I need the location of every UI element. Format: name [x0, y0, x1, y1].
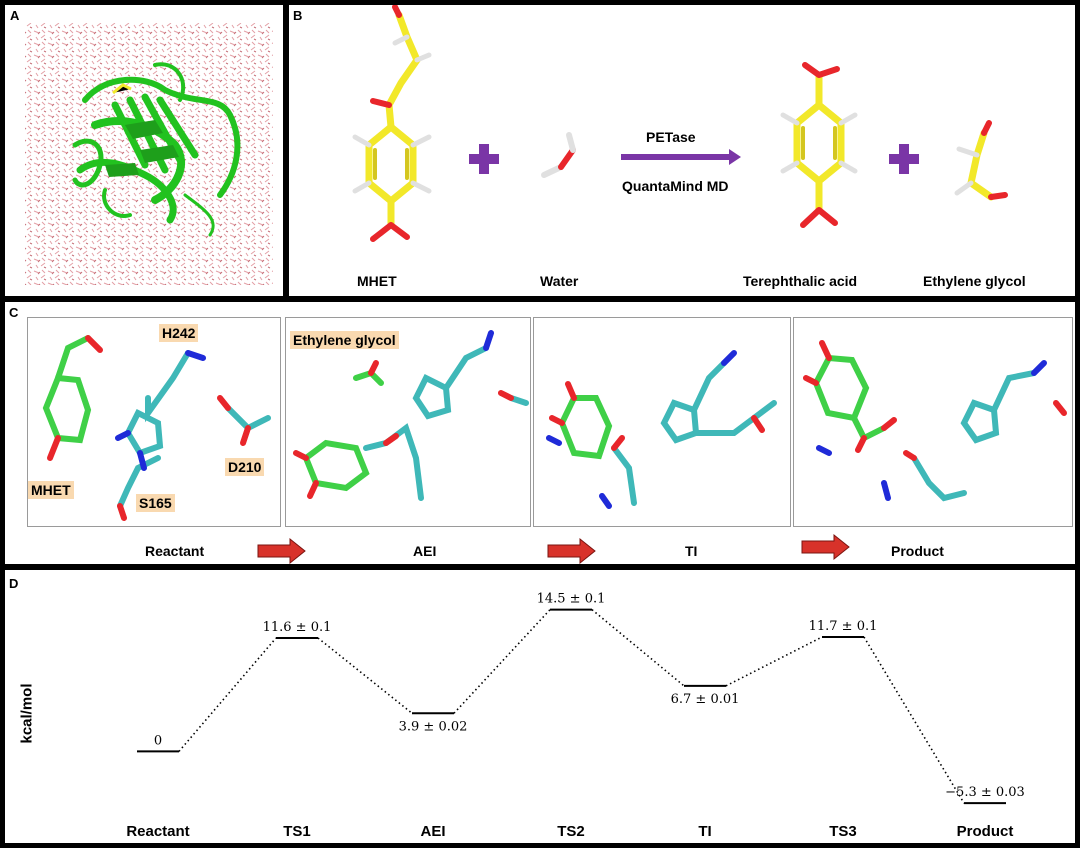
stage-arrow-3 — [801, 533, 850, 561]
mhet-tag: MHET — [28, 481, 74, 499]
x-tick-label-reactant: Reactant — [126, 823, 189, 840]
panel-b: B — [289, 5, 1075, 296]
plus-icon-1 — [469, 144, 499, 174]
aei-structure — [293, 330, 529, 501]
protein-water-box-illustration — [25, 23, 273, 285]
panel-d-label: D — [9, 576, 19, 591]
protein-cartoon — [72, 62, 241, 237]
stage-arrow-1 — [257, 537, 306, 564]
value-label-reactant: 0 — [154, 733, 162, 748]
ethylene-glycol-label: Ethylene glycol — [923, 273, 1026, 289]
x-tick-label-ts3: TS3 — [829, 823, 857, 840]
stage-label-aei: AEI — [413, 543, 437, 559]
bound-ligand — [112, 83, 132, 95]
x-tick-label-ts1: TS1 — [283, 823, 311, 840]
aei-snapshot: Ethylene glycol — [285, 317, 531, 527]
reaction-scheme — [352, 5, 1008, 242]
value-label-product: −5.3 ± 0.03 — [945, 785, 1025, 800]
connector-ts2-ti — [591, 609, 685, 687]
terephthalic-acid-structure — [780, 62, 858, 228]
ethylene-glycol-structure — [954, 120, 1008, 201]
x-tick-label-aei: AEI — [420, 823, 445, 840]
panel-a-label: A — [10, 8, 20, 23]
terephthalic-acid-label: Terephthalic acid — [743, 273, 858, 289]
panel-c: C H242 MHET S165 D210 — [5, 302, 1075, 564]
ti-structure — [546, 350, 777, 509]
connector-aei-ts2 — [453, 609, 551, 714]
stage-label-reactant: Reactant — [145, 543, 205, 559]
connector-ti-ts3 — [725, 636, 823, 687]
panel-c-label: C — [9, 305, 19, 320]
mhet-label: MHET — [357, 273, 397, 289]
plus-icon-2 — [889, 144, 919, 174]
connector-reactant-ts1 — [178, 637, 277, 752]
ethylene-glycol-tag: Ethylene glycol — [290, 331, 399, 349]
water-label: Water — [540, 273, 579, 289]
reaction-arrow — [621, 149, 741, 165]
x-tick-label-ti: TI — [698, 823, 711, 840]
ti-snapshot — [533, 317, 791, 527]
arrow-top-label: PETase — [646, 129, 696, 145]
h242-tag: H242 — [159, 324, 199, 342]
protein-sheet-accents — [105, 120, 179, 177]
mhet-structure — [352, 5, 432, 242]
arrow-bottom-label: QuantaMind MD — [622, 178, 729, 194]
d210-tag: D210 — [225, 458, 265, 476]
stage-arrow-2 — [547, 537, 596, 564]
product-structure — [803, 340, 1067, 502]
water-structure — [541, 132, 576, 178]
y-axis-label: kcal/mol — [18, 683, 36, 744]
reactant-snapshot: H242 MHET S165 D210 — [27, 317, 281, 527]
connector-ts1-aei — [317, 637, 413, 714]
stage-label-product: Product — [891, 543, 944, 559]
product-snapshot — [793, 317, 1073, 527]
value-label-aei: 3.9 ± 0.02 — [399, 719, 468, 734]
stage-label-ti: TI — [685, 543, 698, 559]
panel-b-label: B — [293, 8, 303, 23]
value-label-ts2: 14.5 ± 0.1 — [537, 592, 606, 607]
value-label-ti: 6.7 ± 0.01 — [671, 692, 740, 707]
panel-a: A — [5, 5, 283, 296]
connector-ts3-product — [863, 636, 965, 804]
reactant-structure — [42, 335, 271, 521]
x-tick-label-ts2: TS2 — [557, 823, 585, 840]
s165-tag: S165 — [136, 494, 175, 512]
x-tick-label-product: Product — [957, 823, 1014, 840]
value-label-ts1: 11.6 ± 0.1 — [263, 620, 332, 635]
value-label-ts3: 11.7 ± 0.1 — [809, 619, 878, 634]
